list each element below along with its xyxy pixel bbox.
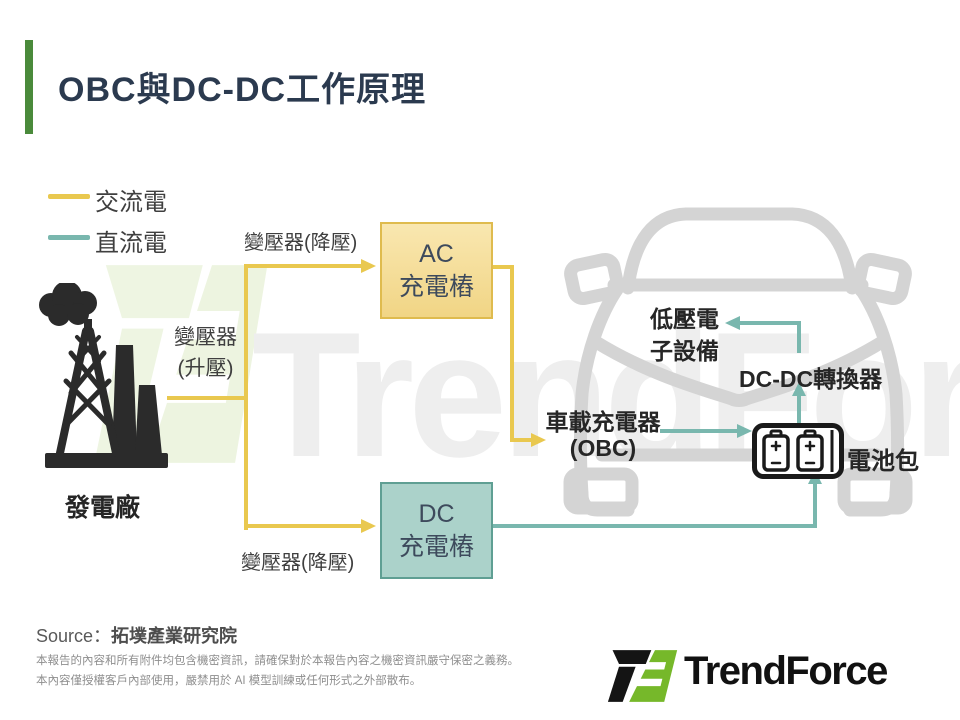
low-voltage-label-line1: 低壓電 xyxy=(650,306,719,332)
dc-line-dcdc-up xyxy=(797,323,801,353)
ac-line-down-to-obc xyxy=(510,265,514,442)
dc-line-dc-station-out xyxy=(493,524,817,528)
dc-line-obc-to-battery xyxy=(660,429,738,433)
dc-line-to-low-voltage xyxy=(739,321,801,325)
obc-label-line2: (OBC) xyxy=(569,435,637,461)
ac-line-plant-out xyxy=(167,396,248,400)
dcdc-converter-label: DC-DC轉換器 xyxy=(739,366,883,392)
dc-charging-station-box: DC 充電樁 xyxy=(380,482,493,579)
obc-label-line1: 車載充電器 xyxy=(545,409,661,435)
dc-line-up-to-battery xyxy=(813,482,817,528)
disclaimer-line2: 本內容僅授權客戶內部使用，嚴禁用於 AI 模型訓練或任何形式之外部散布。 xyxy=(36,675,422,687)
ac-line-into-obc xyxy=(510,438,532,442)
ac-station-line1: AC xyxy=(419,239,454,268)
legend-ac-label: 交流電 xyxy=(95,189,167,216)
source-prefix: Source： xyxy=(36,626,112,646)
ac-line-to-ac-station xyxy=(244,264,362,268)
transformer-step-up-line1: 變壓器 xyxy=(174,326,237,349)
low-voltage-label-line2: 子設備 xyxy=(650,338,719,364)
power-plant-label: 發電廠 xyxy=(64,494,140,522)
transformer-step-up-line2: (升壓) xyxy=(177,357,234,380)
power-plant-icon xyxy=(39,283,168,468)
dc-arrowhead-into-battery-left xyxy=(737,424,752,438)
transformer-step-down-dc-label: 變壓器(降壓) xyxy=(241,552,355,574)
trendforce-logo-text: TrendForce xyxy=(684,649,888,693)
ac-arrowhead-to-dc-station xyxy=(361,519,376,533)
dc-line-battery-to-dcdc xyxy=(797,394,801,430)
battery-pack-icon xyxy=(752,423,844,479)
dc-station-line2: 充電樁 xyxy=(398,532,474,561)
source-name: 拓墣產業研究院 xyxy=(111,626,238,646)
title-accent-bar xyxy=(25,40,33,134)
ac-line-trunk xyxy=(244,264,248,530)
dc-arrowhead-into-dcdc xyxy=(792,382,806,396)
ac-station-line2: 充電樁 xyxy=(398,272,474,301)
legend-dc-label: 直流電 xyxy=(95,230,167,257)
ac-arrowhead-into-obc xyxy=(531,433,546,447)
dc-station-line1: DC xyxy=(418,499,455,528)
ac-charging-station-box: AC 充電樁 xyxy=(380,222,493,319)
page-title: OBC與DC-DC工作原理 xyxy=(58,71,427,109)
ac-line-ac-station-out xyxy=(493,265,514,269)
trendforce-logo-icon xyxy=(607,650,678,702)
transformer-step-down-ac-label: 變壓器(降壓) xyxy=(244,232,358,254)
ac-arrowhead-to-ac-station xyxy=(361,259,376,273)
legend-dc-line-icon xyxy=(48,235,90,240)
transformer-step-up-label: 變壓器 (升壓) xyxy=(158,322,253,384)
ac-line-to-dc-station xyxy=(244,524,362,528)
source-line: Source：拓墣產業研究院 xyxy=(36,622,237,648)
battery-pack-label: 電池包 xyxy=(847,448,919,475)
disclaimer-line1: 本報告的內容和所有附件均包含機密資訊，請確保對於本報告內容之機密資訊嚴守保密之義… xyxy=(36,655,519,667)
dc-arrowhead-into-low-voltage xyxy=(725,316,740,330)
legend-ac-line-icon xyxy=(48,194,90,199)
car-outline-icon xyxy=(563,207,913,517)
